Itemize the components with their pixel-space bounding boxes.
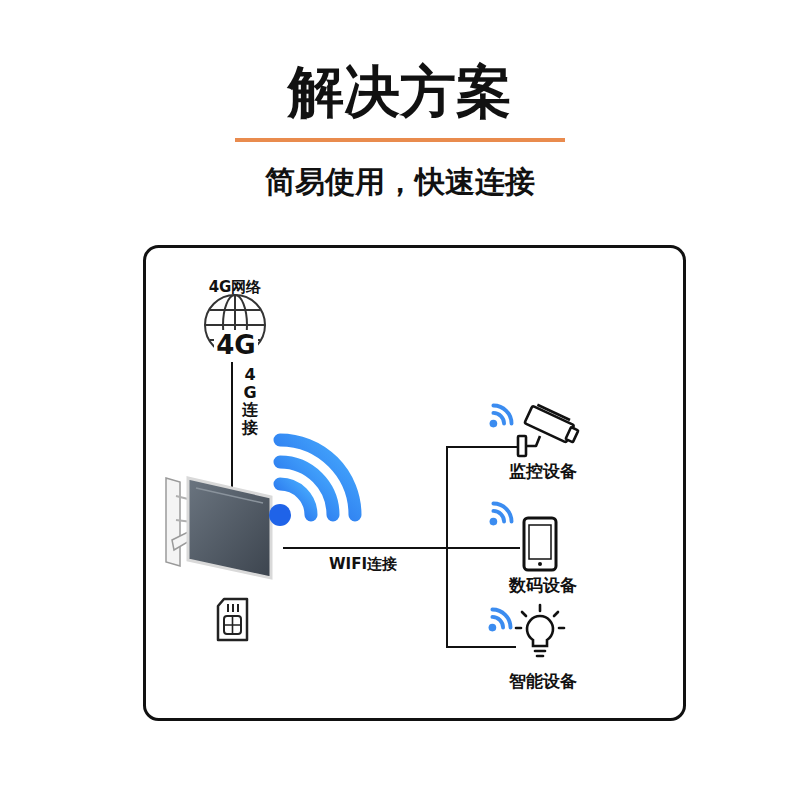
wifi-small (490, 405, 512, 427)
network-label: 4G网络 (209, 278, 262, 296)
link-label: WIFI连接 (329, 555, 397, 573)
subtitle: 简易使用，快速连接 (265, 164, 535, 200)
phone-icon (524, 518, 556, 570)
wifi-wiring (283, 446, 520, 648)
bulb-icon (516, 605, 564, 656)
wifi-symbol (280, 440, 355, 515)
link-label: 4G连接 (242, 366, 258, 436)
page-title: 解决方案 (288, 58, 512, 125)
device-label: 监控设备 (509, 461, 577, 481)
solar-router (166, 478, 271, 578)
device-label: 数码设备 (509, 575, 577, 595)
camera-icon (518, 403, 581, 456)
wifi-dot (269, 504, 291, 526)
sim-card (218, 599, 247, 640)
frame (145, 247, 685, 720)
title-rule (235, 138, 565, 142)
globe-text: 4G (214, 330, 257, 361)
device-label: 智能设备 (509, 671, 577, 691)
wifi-small (490, 503, 512, 525)
wifi-small (489, 609, 511, 631)
4g-link-line (231, 362, 233, 490)
